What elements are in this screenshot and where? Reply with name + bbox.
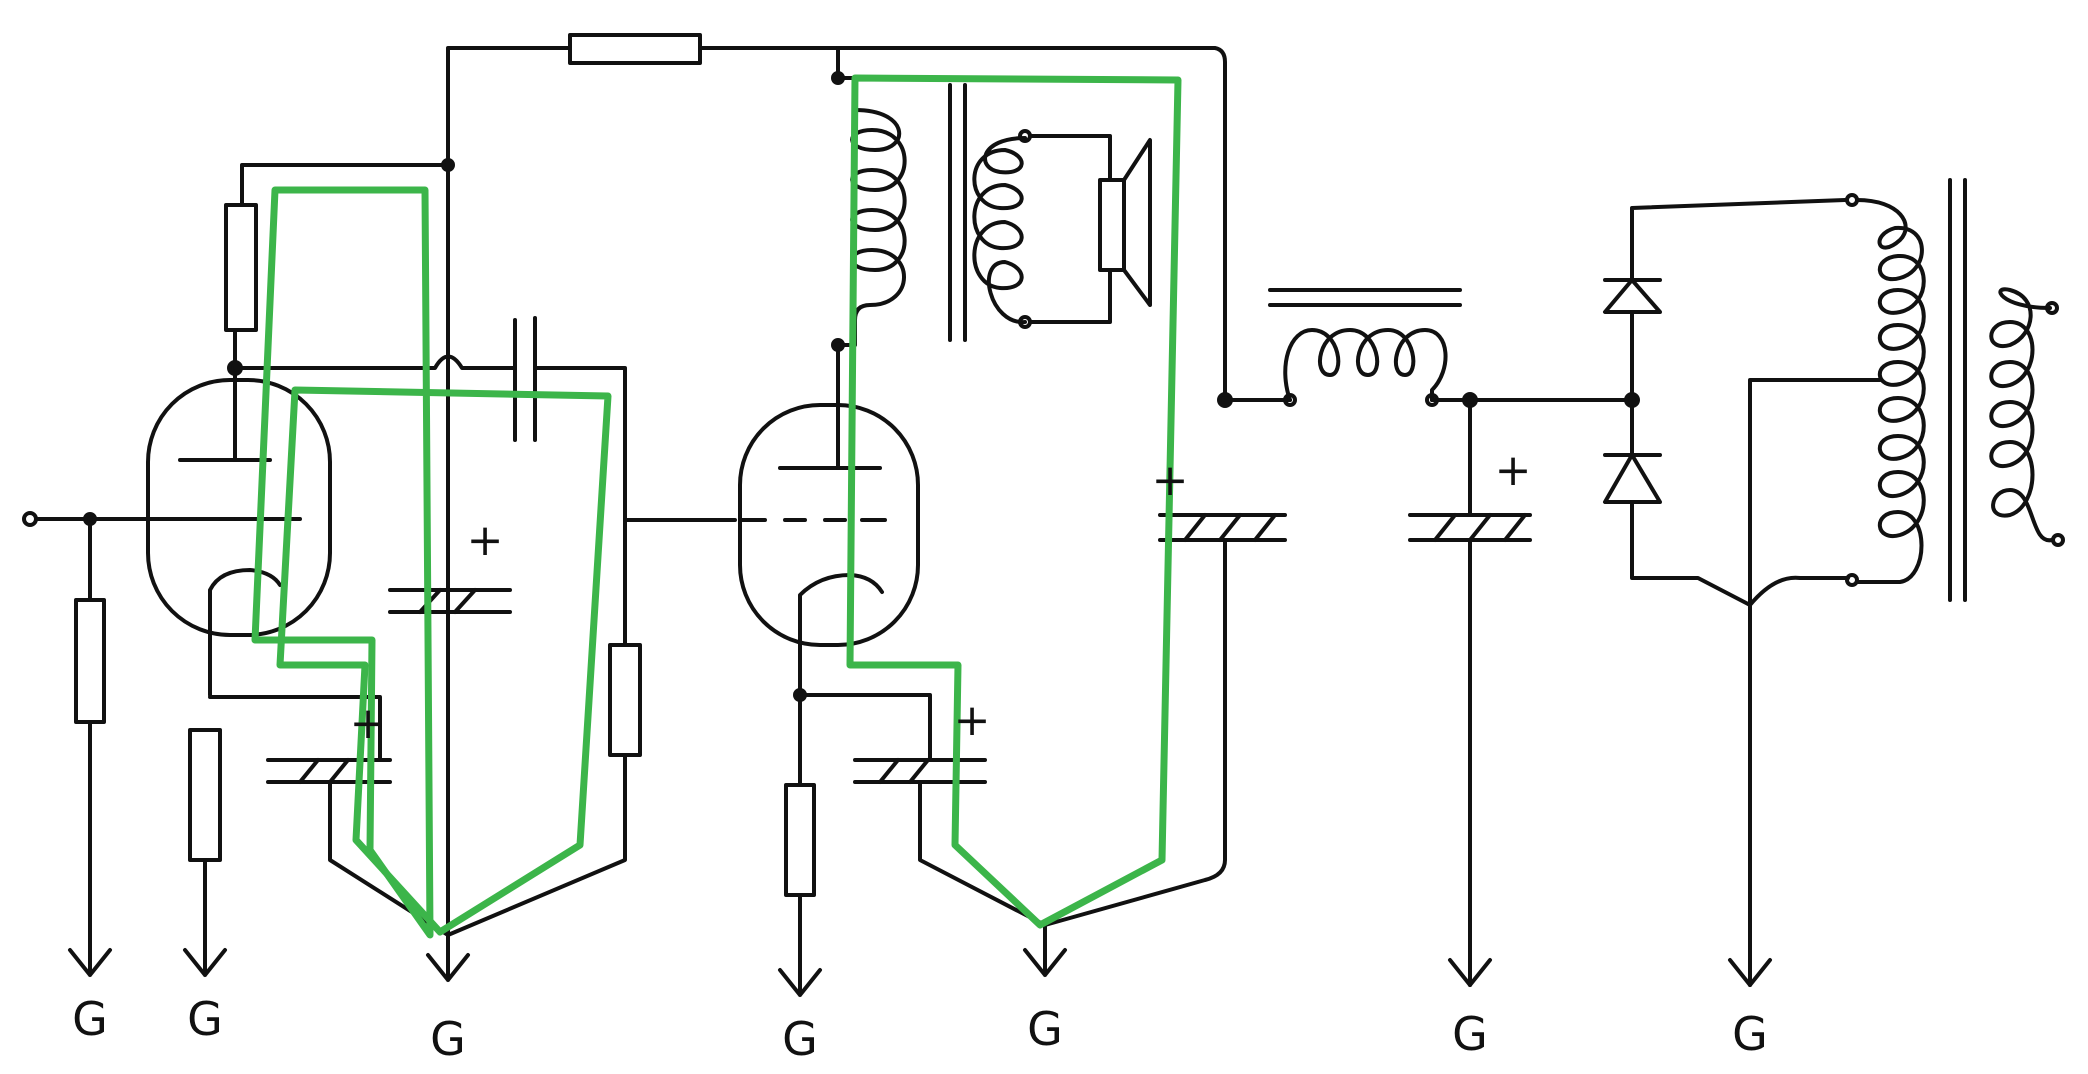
polarity-mark: +	[954, 695, 991, 746]
tube-2-envelope	[738, 403, 920, 647]
ground-arrow	[426, 933, 470, 982]
ground-arrow	[68, 948, 112, 977]
polarity-mark: +	[1495, 445, 1532, 496]
filter-cap-hatch	[1433, 513, 1527, 542]
ground-label: G	[187, 992, 223, 1046]
transformer-core	[948, 83, 967, 342]
ground-label: G	[782, 1012, 818, 1066]
coupling-wire-right	[446, 366, 737, 937]
ground-label: G	[1452, 1007, 1488, 1061]
power-transformer-secondary	[1989, 287, 2054, 543]
speaker-cone	[1122, 138, 1152, 307]
mains-terminal	[2045, 301, 2059, 315]
polarity-mark: +	[1152, 455, 1189, 506]
ground-loop-2	[276, 386, 612, 936]
speaker-wiring	[1028, 134, 1112, 324]
ground-label: G	[1732, 1007, 1768, 1061]
diode-2	[1603, 453, 1662, 504]
label-layer: G G G G G G G + + + + +	[72, 445, 1768, 1066]
ground-label: G	[1027, 1002, 1063, 1056]
ground-loop-1	[251, 186, 434, 939]
centre-tap	[1748, 378, 1882, 987]
ground-arrow	[1728, 958, 1772, 987]
ground-arrow	[1023, 923, 1067, 977]
tube-1-envelope	[146, 378, 332, 637]
filter-2-return	[1043, 538, 1227, 927]
ground-label: G	[430, 1012, 466, 1066]
junction-dot	[83, 512, 97, 526]
filter-capacitor-3	[1408, 513, 1532, 542]
power-transformer-primary	[1855, 198, 1926, 584]
cathode-2-resistor	[784, 783, 816, 897]
tube-2-cathode	[798, 573, 884, 697]
dropping-resistor	[568, 33, 702, 65]
cathode-cap-hatch	[878, 758, 930, 784]
polarity-mark: +	[350, 698, 387, 749]
choke-coil	[1283, 328, 1448, 402]
ground-label: G	[72, 992, 108, 1046]
rectifier-output-wire	[1430, 398, 1634, 517]
wiring-layer	[22, 33, 2065, 997]
ground-loop-3	[846, 74, 1182, 929]
mains-terminal	[2051, 533, 2065, 547]
cathode-cap-hatch	[298, 758, 350, 784]
speaker-magnet	[1098, 178, 1126, 272]
tube-2-grid-resistor	[608, 643, 642, 757]
ground-arrow	[778, 958, 822, 997]
cathode-1-resistor	[188, 728, 222, 862]
cathode-2-cap-ground	[918, 780, 1047, 927]
output-transformer-secondary	[972, 136, 1027, 325]
ground-arrow	[183, 948, 227, 977]
cathode-2-wire	[798, 693, 932, 962]
junction-dot	[1462, 392, 1478, 408]
polarity-mark: +	[467, 515, 504, 566]
coupling-wire	[233, 354, 517, 370]
plate-load-wire	[233, 163, 450, 370]
cathode-1-wire	[208, 638, 382, 762]
coupling-capacitor	[513, 316, 537, 442]
b-plus-vertical	[446, 46, 840, 937]
ground-arrow	[1448, 958, 1492, 987]
tube-1-cathode	[208, 568, 282, 642]
highlight-layer	[251, 74, 1182, 939]
plate-load-resistor	[224, 203, 258, 332]
transformer-core	[1948, 178, 1967, 602]
choke-core	[1268, 288, 1462, 307]
diode-1	[1603, 278, 1662, 314]
rectifier-wiring	[1630, 198, 1847, 607]
junction-dot	[831, 71, 845, 85]
output-transformer-primary	[850, 108, 907, 322]
filter-cap-hatch	[1183, 513, 1277, 542]
junction-dot	[831, 338, 845, 352]
grid-resistor	[74, 598, 106, 724]
